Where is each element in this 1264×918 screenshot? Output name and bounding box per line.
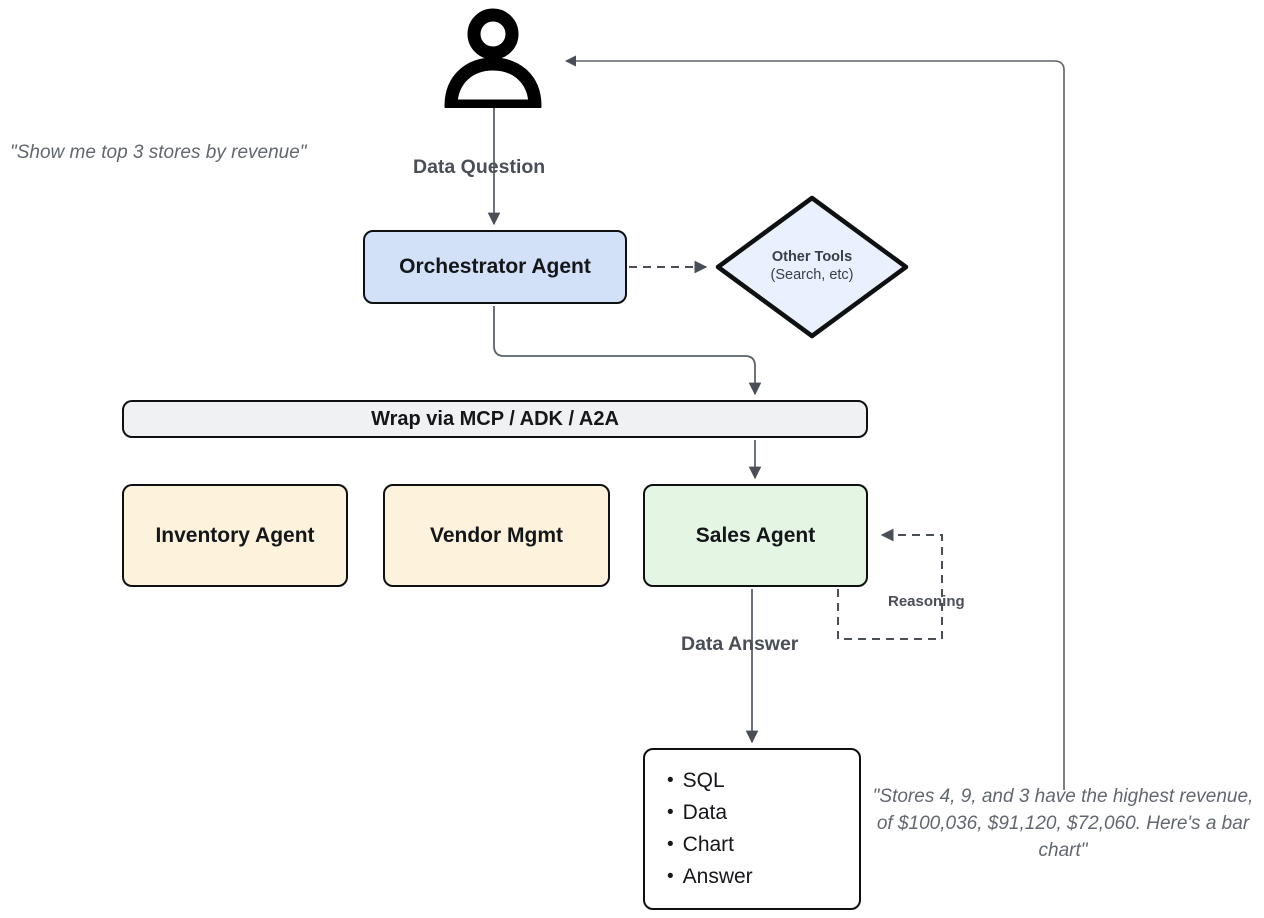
node-vendor-mgmt[interactable]: Vendor Mgmt [383, 484, 610, 587]
node-orchestrator-agent-label: Orchestrator Agent [399, 255, 591, 279]
answer-item-label: Chart [682, 833, 735, 856]
answer-item: • Chart [667, 829, 734, 861]
bullet-icon: • [667, 865, 674, 887]
node-mcp-wrap-bar[interactable]: Wrap via MCP / ADK / A2A [122, 400, 868, 438]
node-inventory-agent[interactable]: Inventory Agent [122, 484, 348, 587]
answer-item-label: SQL [682, 769, 725, 793]
answer-item: • Data [667, 797, 727, 829]
bullet-icon: • [667, 770, 674, 792]
bullet-icon: • [667, 802, 674, 824]
node-orchestrator-agent[interactable]: Orchestrator Agent [363, 230, 627, 304]
edge-label-data-answer: Data Answer [681, 633, 799, 655]
edge-label-reasoning: Reasoning [888, 593, 965, 610]
answer-item-label: Answer [682, 864, 753, 888]
node-sales-agent[interactable]: Sales Agent [643, 484, 868, 587]
answer-item: • Answer [667, 861, 753, 893]
answer-item-label: Data [682, 801, 728, 825]
node-mcp-wrap-bar-label: Wrap via MCP / ADK / A2A [371, 408, 619, 430]
final-answer-quote: "Stores 4, 9, and 3 have the highest rev… [872, 786, 1254, 861]
bullet-icon: • [667, 834, 674, 855]
node-vendor-mgmt-label: Vendor Mgmt [429, 523, 563, 547]
diamond-shape [715, 195, 909, 339]
edge-label-data-question: Data Question [413, 156, 546, 178]
user-icon [444, 8, 542, 108]
answer-item: • SQL [667, 765, 725, 797]
node-answer-box[interactable]: • SQL • Data • Chart • Answer [643, 748, 861, 910]
user-question-quote: "Show me top 3 stores by revenue" [10, 142, 307, 163]
node-inventory-agent-label: Inventory Agent [155, 523, 315, 547]
node-sales-agent-label: Sales Agent [695, 523, 816, 547]
node-other-tools[interactable]: Other Tools (Search, etc) [713, 193, 911, 341]
